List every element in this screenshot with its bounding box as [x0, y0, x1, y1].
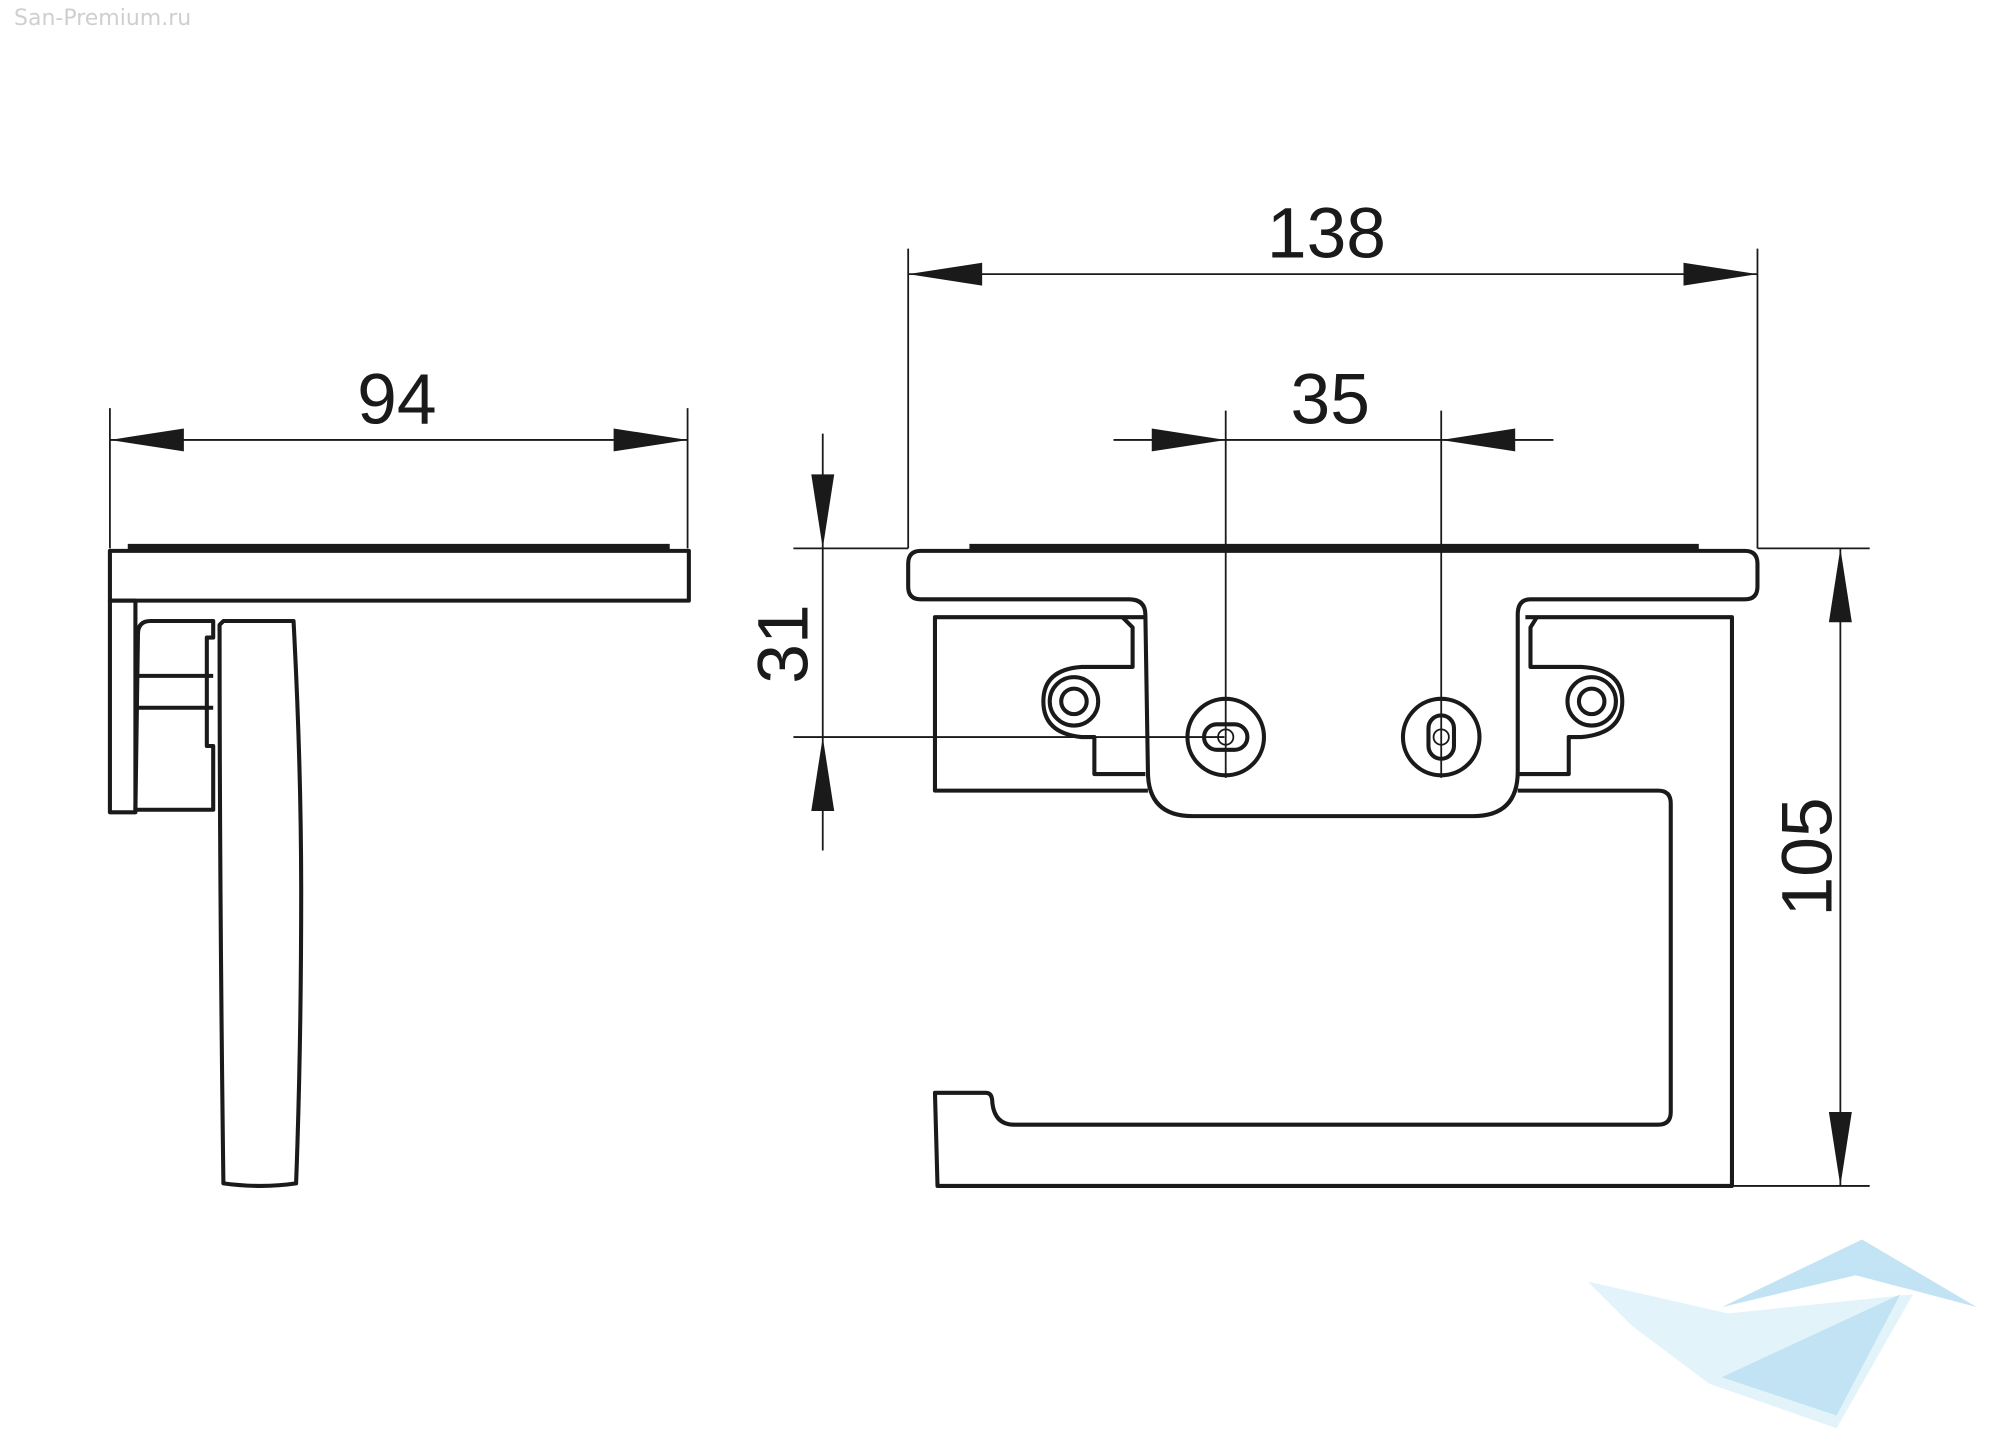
dimension-35: 35	[1113, 359, 1554, 778]
dimension-label-35: 35	[1291, 359, 1370, 439]
dimension-label-31: 31	[743, 604, 823, 683]
dimension-31: 31	[743, 433, 1225, 851]
dimension-label-138: 138	[1267, 194, 1386, 274]
dimension-94: 94	[109, 359, 689, 549]
dimension-label-94: 94	[357, 359, 436, 439]
watermark-text: San-Premium.ru	[14, 6, 192, 31]
dimension-105: 105	[1731, 547, 1870, 1187]
side-view	[107, 543, 691, 1188]
dimension-label-105: 105	[1767, 797, 1847, 916]
dimension-138: 138	[907, 194, 1759, 549]
watermark-logo	[1587, 1239, 1977, 1429]
front-view	[906, 543, 1760, 1188]
